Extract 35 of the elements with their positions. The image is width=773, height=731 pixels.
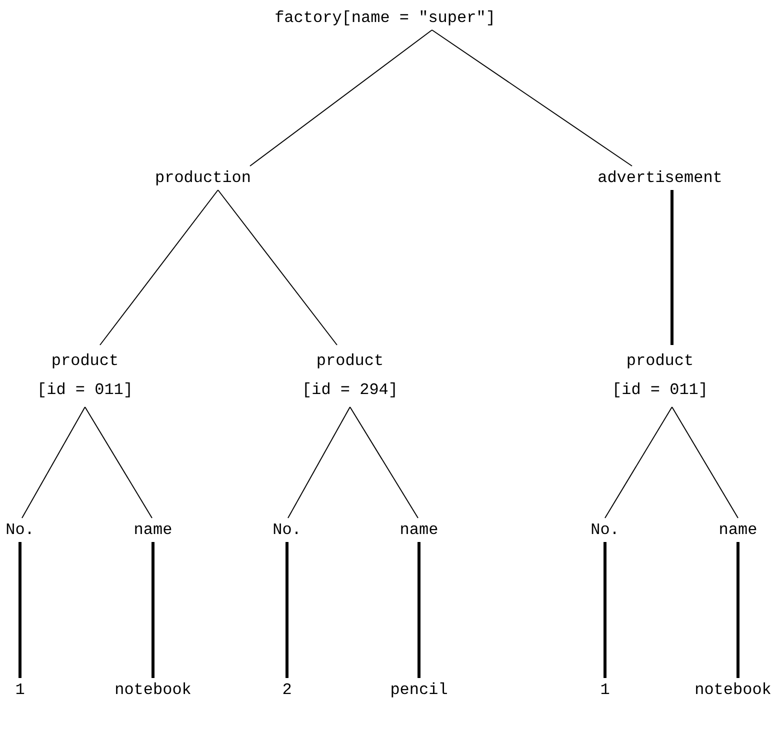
tree-node-label: product [id = 011] <box>611 347 709 405</box>
tree-branch-line <box>288 406 350 518</box>
tree-node-label: product [id = 294] <box>301 347 399 405</box>
tree-node-label: No. <box>272 520 302 540</box>
tree-node-label: advertisement <box>598 168 722 188</box>
tree-branch-line <box>604 542 606 678</box>
tree-branch-line <box>286 542 288 678</box>
tree-branch-line <box>604 406 672 518</box>
tree-node-label: 1 <box>15 680 25 700</box>
tree-node-label: notebook <box>694 680 772 700</box>
tree-node-label: pencil <box>390 680 448 700</box>
tree-branch-line <box>670 190 674 345</box>
tree-node-label: name <box>134 520 172 540</box>
tree-node-label: name <box>400 520 438 540</box>
tree-branch-line <box>250 30 432 166</box>
tree-node-label: production <box>155 168 251 188</box>
tree-branch-line <box>152 542 154 678</box>
tree-node-label: 2 <box>282 680 292 700</box>
tree-node-label: notebook <box>114 680 192 700</box>
tree-node-label: factory[name = "super"] <box>274 8 496 28</box>
tree-node-label: name <box>718 520 758 540</box>
tree-branch-line <box>22 406 86 518</box>
tree-branch-line <box>418 542 420 678</box>
tree-branch-line <box>100 190 218 346</box>
tree-node-label: No. <box>590 520 620 540</box>
tree-branch-line <box>350 406 418 518</box>
tree-node-label: 1 <box>600 680 610 700</box>
tree-node-label: product [id = 011] <box>36 347 134 405</box>
tree-branch-line <box>432 30 632 166</box>
tree-branch-line <box>218 190 338 346</box>
tree-branch-line <box>672 406 738 518</box>
tree-branch-line <box>18 542 22 678</box>
tree-node-label: No. <box>6 520 34 540</box>
tree-branch-line <box>84 406 152 518</box>
tree-branch-line <box>736 542 740 678</box>
